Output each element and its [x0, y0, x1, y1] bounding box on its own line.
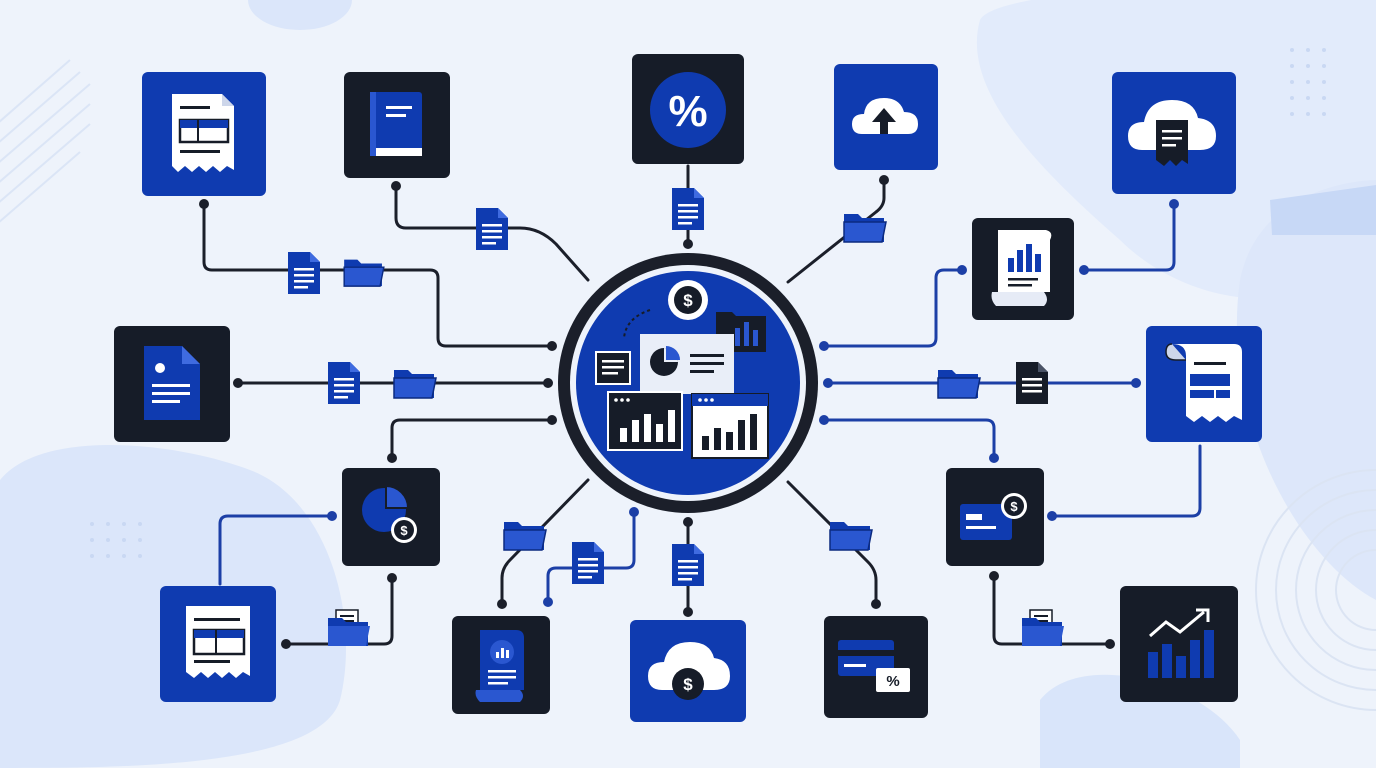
file-icon: [328, 362, 360, 404]
book-icon: [370, 92, 422, 156]
bg-stripes-left: [0, 59, 91, 223]
connector-receipt-bottom-left: [218, 514, 334, 586]
connector-report-chart: [822, 268, 964, 348]
node-cloud-document[interactable]: [1112, 72, 1236, 194]
node-credit-card-dollar[interactable]: $: [946, 468, 1044, 566]
svg-text:$: $: [400, 523, 408, 538]
report-chart-icon: [991, 230, 1052, 306]
file-icon: [672, 544, 704, 586]
receipt-icon: [172, 94, 234, 172]
file-icon: [672, 188, 704, 230]
dashed-arrow: [623, 309, 651, 339]
cloud-document-icon: [1128, 100, 1216, 166]
document-icon: [595, 351, 631, 385]
connector-card-percent: [786, 480, 878, 606]
scroll-receipt-icon: [1165, 343, 1242, 422]
node-document-profile[interactable]: [114, 326, 230, 442]
node-receipt-table-top-left[interactable]: [142, 72, 266, 196]
file-icon: [288, 252, 320, 294]
percent-icon: %: [650, 72, 726, 148]
pie-chart-icon: [640, 334, 734, 394]
node-document-chart[interactable]: [452, 616, 550, 714]
connector-receipt-top-left: [202, 202, 554, 348]
document-profile-icon: [144, 346, 200, 420]
pie-dollar-icon: $: [362, 484, 417, 543]
node-book[interactable]: [344, 72, 450, 178]
folder-icon: [829, 521, 873, 551]
connector-card-to-scroll: [1050, 444, 1202, 518]
central-hub: $: [558, 253, 818, 513]
bg-rings-right: [1255, 469, 1376, 711]
node-card-percent[interactable]: %: [824, 616, 928, 718]
bar-chart-icon: [691, 393, 769, 459]
bg-dots-top-right: [1290, 48, 1326, 116]
bar-chart-icon: [607, 391, 683, 451]
node-scroll-receipt[interactable]: [1146, 326, 1262, 442]
connector-cloud-upload: [786, 178, 886, 284]
folder-icon: [843, 213, 887, 243]
svg-text:$: $: [1010, 499, 1018, 514]
connector-document-chart: [500, 478, 590, 606]
cloud-dollar-icon: $: [648, 642, 730, 700]
connector-pie-to-receipt: [284, 576, 394, 646]
node-report-chart[interactable]: [972, 218, 1074, 320]
connector-credit-card-dollar: [822, 418, 996, 460]
dollar-coin-icon: $: [668, 280, 708, 320]
cloud-upload-icon: [852, 98, 918, 134]
folder-icon: [503, 521, 547, 551]
svg-text:%: %: [668, 87, 707, 136]
folder-icon: [1021, 609, 1065, 647]
credit-card-dollar-icon: $: [960, 493, 1027, 540]
connectors: [202, 164, 1202, 646]
node-cloud-upload[interactable]: [834, 64, 938, 170]
connector-trend-chart: [992, 574, 1112, 646]
receipt-icon: [186, 606, 250, 678]
connector-cloud-document: [1082, 202, 1176, 272]
svg-text:$: $: [683, 675, 693, 694]
bg-dots-left: [90, 522, 142, 558]
connector-dots: [199, 175, 1179, 649]
node-pie-dollar[interactable]: $: [342, 468, 440, 566]
folder-icon: [937, 369, 981, 399]
file-icon: [1016, 362, 1048, 404]
svg-text:$: $: [683, 291, 693, 310]
file-icon: [476, 208, 508, 250]
folder-icon: [393, 369, 437, 399]
folder-icon: [343, 258, 385, 287]
bg-slab-right: [1270, 185, 1376, 235]
node-receipt-bottom-left[interactable]: [160, 586, 276, 702]
bg-blob-right: [1236, 180, 1376, 600]
connector-pie-dollar: [390, 418, 554, 460]
connector-book: [394, 184, 590, 282]
card-percent-icon: %: [838, 640, 910, 692]
svg-text:%: %: [886, 673, 899, 690]
trend-chart-icon: [1148, 608, 1214, 678]
file-icon: [572, 542, 604, 584]
node-cloud-dollar[interactable]: $: [630, 620, 746, 722]
bg-blob-top: [248, 0, 352, 30]
document-chart-icon: [475, 630, 524, 702]
node-trend-chart[interactable]: [1120, 586, 1238, 702]
node-percent-top[interactable]: %: [632, 54, 744, 164]
